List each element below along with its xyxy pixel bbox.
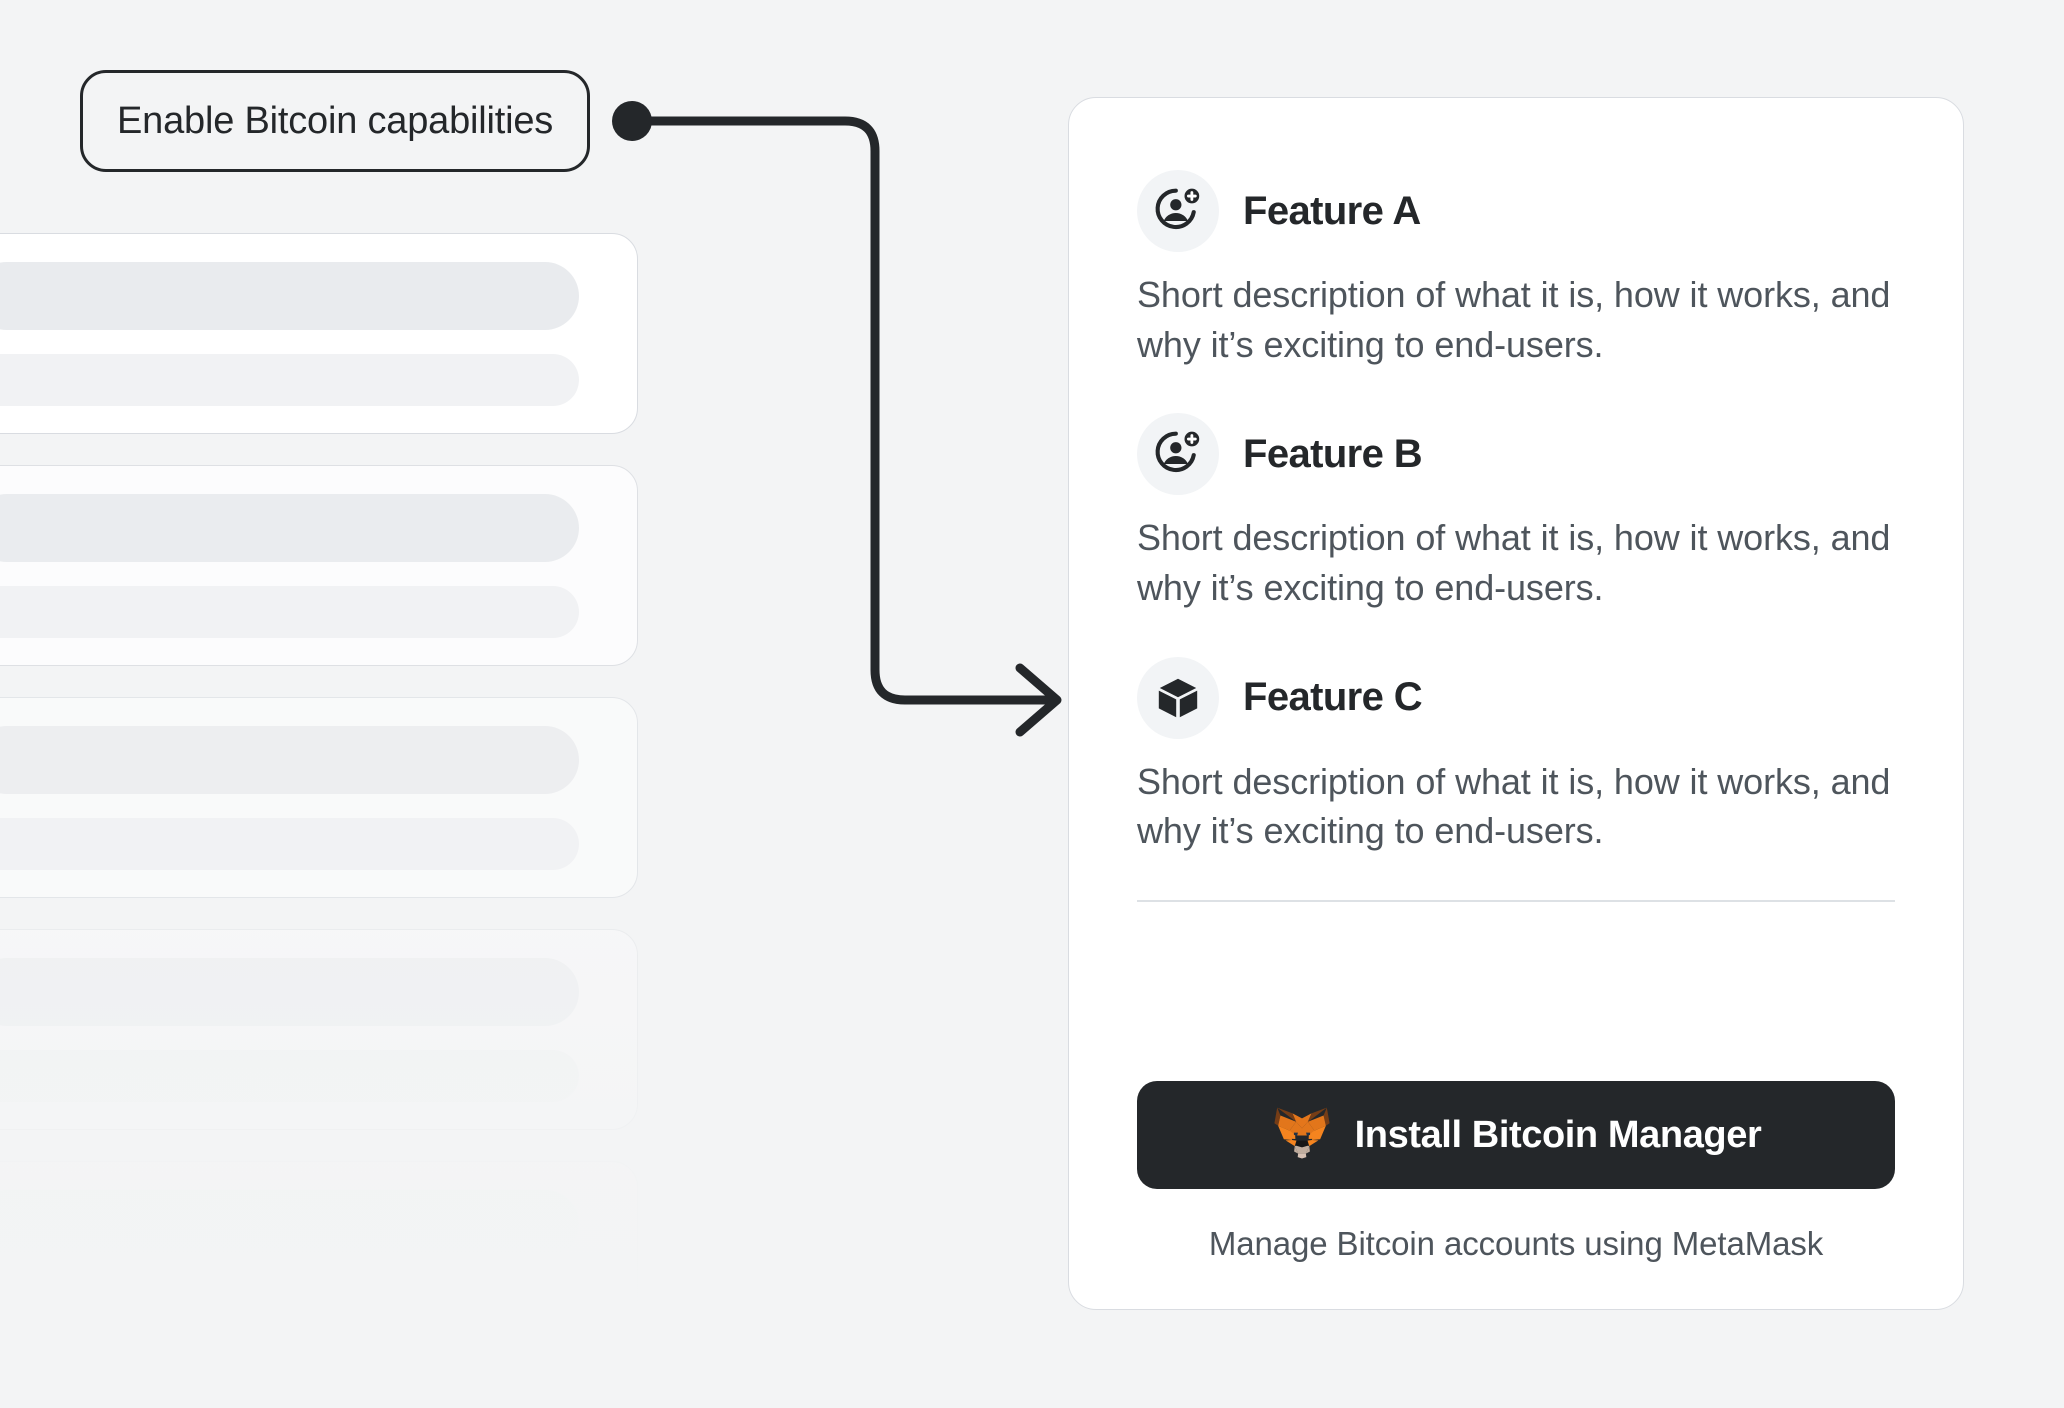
placeholder-bar: [0, 726, 579, 794]
feature-description: Short description of what it is, how it …: [1137, 274, 1891, 365]
feature-description: Short description of what it is, how it …: [1137, 760, 1891, 852]
connector-arrowhead: [1015, 663, 1062, 737]
install-bitcoin-manager-button[interactable]: Install Bitcoin Manager: [1137, 1081, 1895, 1189]
card-divider: [1137, 900, 1895, 902]
connector-dot: [612, 101, 652, 141]
card-footer: Install Bitcoin Manager Manage Bitcoin a…: [1069, 1027, 1963, 1309]
footer-note: Manage Bitcoin accounts using MetaMask: [1208, 1225, 1824, 1262]
placeholder-bar: [0, 1282, 579, 1334]
feature-list: Feature A Short description of what it i…: [1069, 98, 1963, 1027]
install-button-label: Install Bitcoin Manager: [1354, 1113, 1762, 1156]
annotation-callout: Enable Bitcoin capabilities: [80, 70, 591, 172]
account-add-icon: [1137, 413, 1219, 496]
placeholder-bar: [0, 354, 579, 406]
feature-header: Feature C: [1137, 656, 1895, 739]
feature-title: Feature B: [1243, 431, 1423, 476]
placeholder-bar: [0, 818, 579, 870]
placeholder-card: [0, 929, 638, 1130]
placeholder-bar: [0, 1190, 579, 1258]
placeholder-card: [0, 465, 638, 666]
placeholder-bar: [0, 494, 579, 562]
placeholder-bar: [0, 1050, 579, 1102]
placeholder-card-stack: [0, 233, 640, 1408]
feature-item: Feature B Short description of what it i…: [1137, 413, 1895, 612]
placeholder-card: [0, 697, 638, 898]
connector-path: [627, 116, 1055, 705]
feature-title: Feature A: [1243, 188, 1421, 233]
placeholder-bar: [0, 958, 579, 1026]
feature-item: Feature A Short description of what it i…: [1137, 170, 1895, 369]
feature-item: Feature C Short description of what it i…: [1137, 656, 1895, 856]
account-add-icon: [1137, 170, 1219, 252]
placeholder-bar: [0, 262, 579, 330]
feature-description: Short description of what it is, how it …: [1137, 517, 1891, 609]
placeholder-bar: [0, 586, 579, 638]
feature-header: Feature A: [1137, 170, 1895, 252]
metamask-fox-icon: [1271, 1105, 1333, 1166]
placeholder-card: [0, 233, 638, 434]
placeholder-card: [0, 1161, 638, 1362]
feature-card: Feature A Short description of what it i…: [1068, 97, 1964, 1310]
feature-header: Feature B: [1137, 413, 1895, 496]
cube-icon: [1137, 656, 1219, 739]
annotation-label: Enable Bitcoin capabilities: [117, 99, 554, 142]
feature-title: Feature C: [1243, 675, 1423, 720]
